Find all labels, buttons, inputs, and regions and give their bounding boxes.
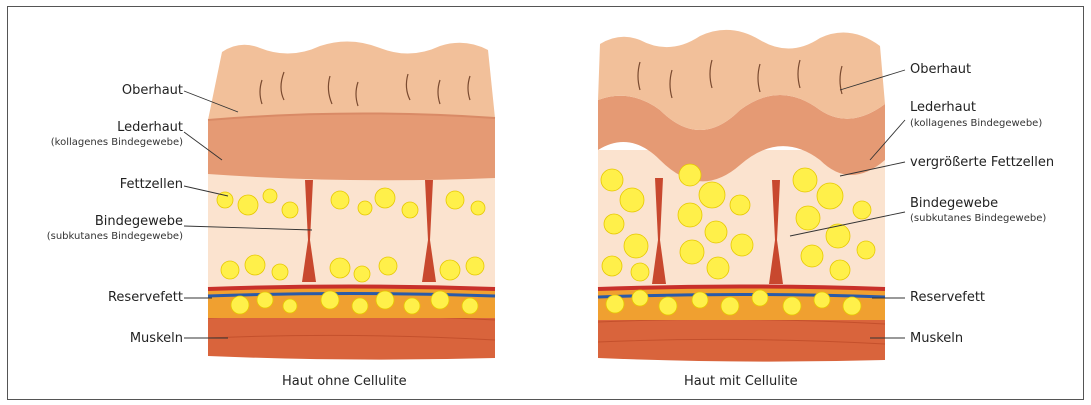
label-lederhaut-sub-left: (kollagenes Bindegewebe) bbox=[51, 137, 183, 149]
label-oberhaut-right: Oberhaut bbox=[910, 62, 971, 77]
right-skin-block bbox=[598, 30, 885, 362]
label-lederhaut-sub-right: (kollagenes Bindegewebe) bbox=[910, 118, 1042, 130]
left-epidermis bbox=[208, 41, 495, 120]
left-dermis bbox=[208, 113, 495, 180]
caption-right: Haut mit Cellulite bbox=[684, 374, 798, 389]
label-reservefett-left: Reservefett bbox=[108, 290, 183, 305]
label-oberhaut-left: Oberhaut bbox=[122, 83, 183, 98]
label-bindegewebe-left: Bindegewebe bbox=[95, 214, 183, 229]
label-muskeln-left: Muskeln bbox=[130, 331, 183, 346]
label-reservefett-right: Reservefett bbox=[910, 290, 985, 305]
label-bindegewebe-right: Bindegewebe bbox=[910, 196, 998, 211]
label-lederhaut-right: Lederhaut bbox=[910, 100, 976, 115]
label-bindegewebe-sub-right: (subkutanes Bindegewebe) bbox=[910, 213, 1046, 225]
caption-left: Haut ohne Cellulite bbox=[282, 374, 407, 389]
label-muskeln-right: Muskeln bbox=[910, 331, 963, 346]
label-bindegewebe-sub-left: (subkutanes Bindegewebe) bbox=[47, 231, 183, 243]
label-fettzellen-left: Fettzellen bbox=[120, 177, 183, 192]
label-lederhaut-left: Lederhaut bbox=[117, 120, 183, 135]
label-vergroesserte-fettzellen-right: vergrößerte Fettzellen bbox=[910, 155, 1054, 170]
left-skin-block bbox=[208, 41, 495, 359]
